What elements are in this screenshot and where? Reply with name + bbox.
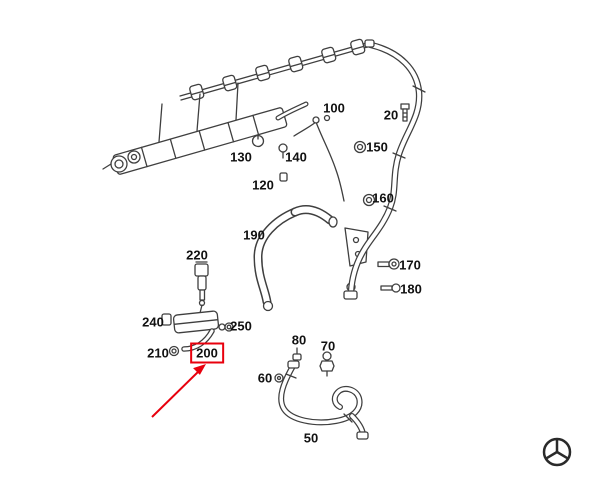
hose-50-graphic [278, 360, 369, 440]
bolt-170-graphic [377, 258, 400, 270]
injector-220-graphic [194, 261, 209, 307]
clamp-rail-graphic [179, 38, 372, 101]
nut-160-graphic [362, 193, 376, 207]
nut-150-graphic [353, 140, 367, 154]
highlight-arrow [151, 364, 206, 418]
fuel-hose-right-graphic [343, 39, 426, 300]
bolt-180-graphic [380, 283, 401, 293]
bolt-60-graphic [274, 373, 284, 383]
mercedes-logo-icon [542, 437, 572, 467]
bolt-20-graphic [400, 103, 410, 122]
fuel-rail-graphic [102, 82, 309, 175]
clamp-130-graphic [251, 134, 265, 148]
hose-190-graphic [253, 205, 338, 312]
clamp-240-graphic [161, 313, 172, 326]
clip-120-graphic [279, 172, 288, 182]
sensor-70-graphic [319, 351, 335, 377]
fitting-140-graphic [278, 143, 288, 159]
pump-assembly-graphic [161, 304, 234, 357]
